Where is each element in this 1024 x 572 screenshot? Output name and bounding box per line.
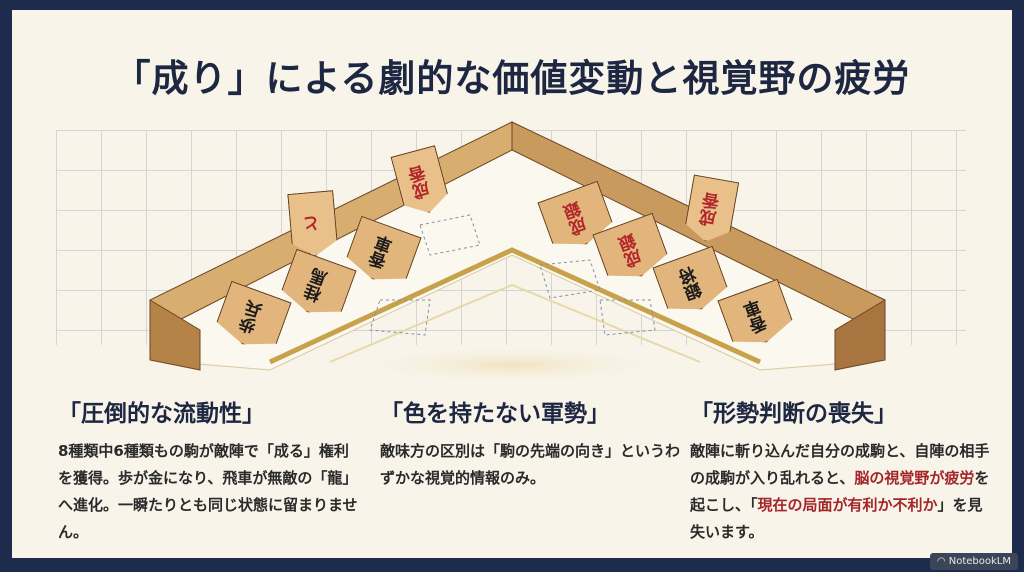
ghost-piece-outline (539, 259, 601, 299)
promotion-zone-line (268, 247, 762, 365)
board-side-right (834, 299, 886, 371)
glow (340, 345, 684, 385)
ghost-piece-outline (419, 214, 481, 256)
ghost-piece-outline (599, 299, 656, 336)
column-body: 敵陣に斬り込んだ自分の成駒と、自陣の相手の成駒が入り乱れると、脳の視覚野が疲労を… (690, 438, 990, 546)
highlight-text: 現在の局面が有利か不利か (757, 496, 938, 514)
column-colorless-army: 「色を持たない軍勢」 敵味方の区別は「駒の先端の向き」というわずかな視覚的情報の… (380, 394, 680, 492)
notebooklm-icon: ◠ (936, 556, 949, 567)
column-body: 敵味方の区別は「駒の先端の向き」というわずかな視覚的情報のみ。 (380, 442, 681, 487)
watermark-text: NotebookLM (948, 556, 1011, 567)
column-heading: 「色を持たない軍勢」 (380, 401, 610, 427)
board-side-left (149, 299, 201, 371)
body-text: を起こし、「 (690, 469, 990, 514)
column-heading: 「形勢判断の喪失」 (690, 401, 897, 427)
notebooklm-watermark: ◠ NotebookLM (929, 553, 1018, 570)
page-title: 「成り」による劇的な価値変動と視覚野の疲労 (113, 57, 911, 100)
highlight-text: 脳の視覚野が疲労 (854, 469, 975, 487)
zone-line-inner (329, 283, 701, 363)
ghost-piece-outline (369, 299, 431, 336)
body-text: 敵陣に斬り込んだ自分の成駒と、自陣の相手の成駒が入り乱れると、 (690, 442, 990, 487)
column-fluidity: 「圧倒的な流動性」 8種類中6種類もの駒が敵陣で「成る」権利を獲得。歩が金になり… (58, 394, 358, 546)
column-body: 8種類中6種類もの駒が敵陣で「成る」権利を獲得。歩が金になり、飛車が無敵の「龍」… (58, 442, 358, 541)
column-heading: 「圧倒的な流動性」 (58, 401, 265, 427)
column-loss-of-judgment: 「形勢判断の喪失」 敵陣に斬り込んだ自分の成駒と、自陣の相手の成駒が入り乱れると… (690, 394, 990, 546)
body-text: 」を見失います。 (690, 496, 983, 541)
